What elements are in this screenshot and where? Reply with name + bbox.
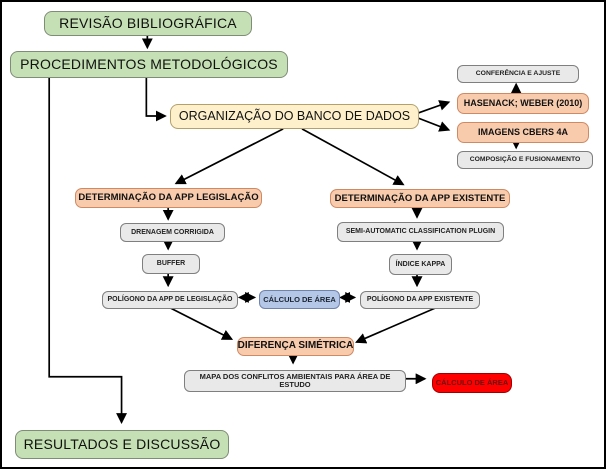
node-diferenca-simetrica[interactable]: DIFERENÇA SIMÉTRICA (237, 337, 354, 356)
node-indice-kappa[interactable]: ÍNDICE KAPPA (389, 254, 452, 275)
node-poligono-app-de-legislacao[interactable]: POLÍGONO DA APP DE LEGISLAÇÃO (102, 291, 238, 309)
node-semi-automatic-classification-plugin[interactable]: SEMI-AUTOMATIC CLASSIFICATION PLUGIN (337, 222, 504, 242)
arrow-organizacao-to-imagens (417, 117, 451, 132)
node-determinacao-app-existente[interactable]: DETERMINAÇÃO DA APP EXISTENTE (330, 189, 510, 208)
arrow-procedimentos-to-resultados (48, 77, 128, 425)
arrow-procedimentos-to-organizacao (145, 77, 167, 122)
node-conferencia-e-ajuste[interactable]: CONFERÊNCIA E AJUSTE (457, 65, 579, 83)
node-organizacao-banco-de-dados[interactable]: ORGANIZAÇÃO DO BANCO DE DADOS (170, 104, 419, 129)
arrow-organizacao-to-det-legislacao (174, 128, 284, 185)
node-buffer[interactable]: BUFFER (142, 254, 200, 274)
node-calculo-de-area-final[interactable]: CÁLCULO DE ÁREA (432, 373, 512, 393)
node-hasenack-weber-2010[interactable]: HASENACK; WEBER (2010) (457, 93, 589, 114)
node-poligono-app-existente[interactable]: POLÍGONO DA APP EXISTENTE (360, 291, 480, 309)
node-revisao-bibliografica[interactable]: REVISÃO BIBLIOGRÁFICA (44, 11, 252, 36)
node-drenagem-corrigida[interactable]: DRENAGEM CORRIGIDA (120, 223, 225, 242)
arrow-organizacao-to-det-existente (301, 128, 405, 186)
node-mapa-dos-conflitos-ambientais[interactable]: MAPA DOS CONFLITOS AMBIENTAIS PARA ÁREA … (184, 370, 406, 392)
node-resultados-e-discussao[interactable]: RESULTADOS E DISCUSSÃO (15, 430, 229, 459)
node-determinacao-app-legislacao[interactable]: DETERMINAÇÃO DA APP LEGISLAÇÃO (75, 188, 262, 208)
node-imagens-cbers-4a[interactable]: IMAGENS CBERS 4A (457, 122, 589, 143)
node-procedimentos-metodologicos[interactable]: PROCEDIMENTOS METODOLÓGICOS (10, 51, 288, 78)
arrow-poligonoexist-to-diferenca (355, 306, 438, 344)
arrow-poligonoleg-to-diferenca (168, 306, 234, 340)
node-composicao-e-fusionamento[interactable]: COMPOSIÇÃO E FUSIONAMENTO (457, 151, 593, 169)
node-calculo-de-area[interactable]: CÁLCULO DE ÁREA (259, 290, 340, 309)
arrow-organizacao-to-hasenack (417, 100, 451, 114)
